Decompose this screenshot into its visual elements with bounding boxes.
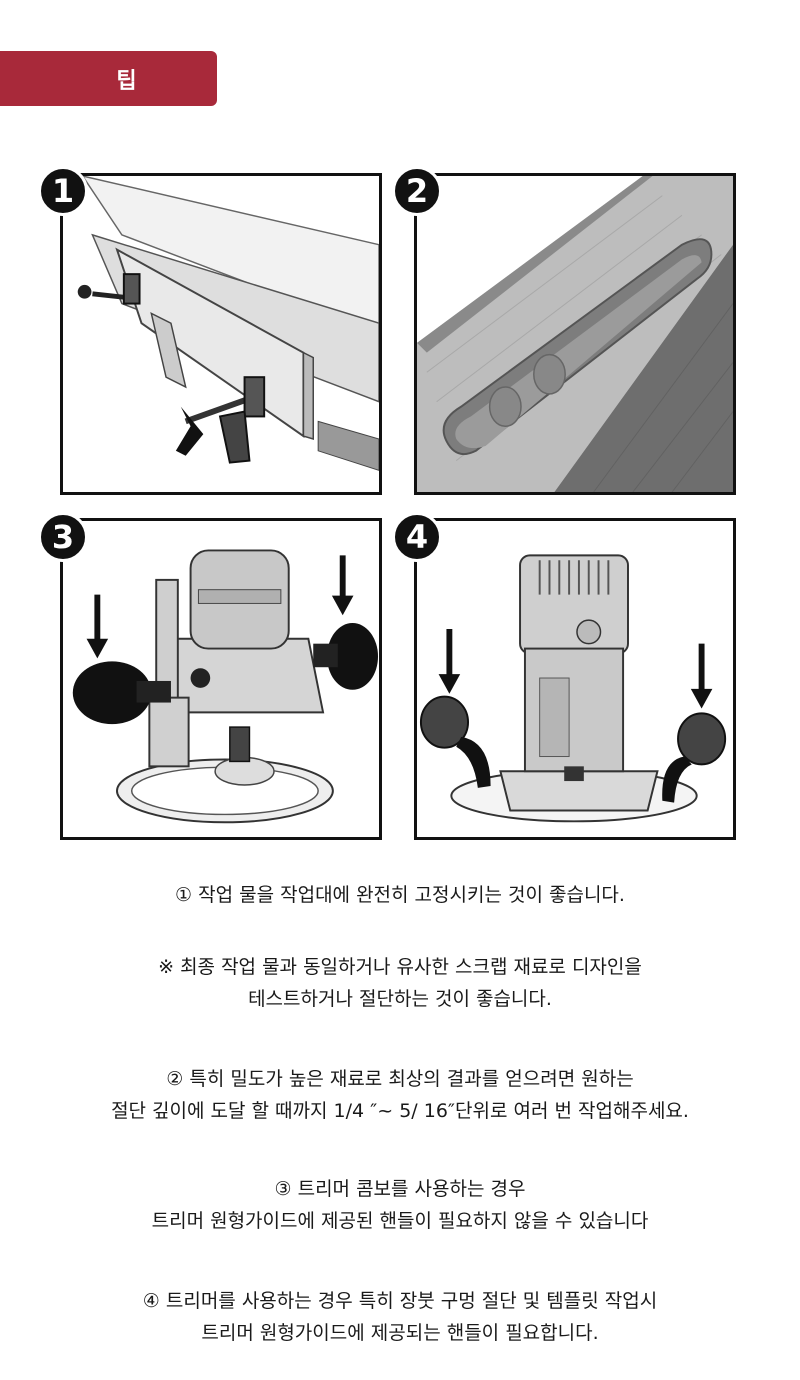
step-number-3: 3 — [38, 512, 88, 562]
instruction-note-line-2: 테스트하거나 절단하는 것이 좋습니다. — [248, 988, 552, 1010]
illustration-panel-2 — [414, 173, 736, 495]
instruction-step-4: ④ 트리머를 사용하는 경우 특히 장붓 구멍 절단 및 템플릿 작업시 트리머… — [0, 1285, 800, 1349]
illustration-panel-3 — [60, 518, 382, 840]
instruction-step-4-line-1: ④ 트리머를 사용하는 경우 특히 장붓 구멍 절단 및 템플릿 작업시 — [142, 1290, 658, 1312]
instruction-note-line-1: ※ 최종 작업 물과 동일하거나 유사한 스크랩 재료로 디자인을 — [158, 956, 642, 978]
instruction-step-3-line-2: 트리머 원형가이드에 제공된 핸들이 필요하지 않을 수 있습니다 — [151, 1210, 649, 1232]
plunge-router-illustration — [72, 549, 379, 824]
instruction-step-3-line-1: ③ 트리머 콤보를 사용하는 경우 — [274, 1178, 526, 1200]
instruction-step-2-line-2: 절단 깊이에 도달 할 때까지 1/4 ″~ 5/ 16″단위로 여러 번 작업… — [111, 1100, 689, 1122]
clamped-workpiece-illustration — [77, 176, 379, 471]
illustration-panel-4 — [414, 518, 736, 840]
routed-slot-illustration — [417, 176, 733, 492]
step-number-1: 1 — [38, 166, 88, 216]
instruction-step-1-line: ① 작업 물을 작업대에 완전히 고정시키는 것이 좋습니다. — [175, 884, 625, 906]
instruction-step-4-line-2: 트리머 원형가이드에 제공되는 핸들이 필요합니다. — [201, 1322, 599, 1344]
tip-tag-label: 팁 — [116, 68, 137, 94]
tip-tag: 팁 — [0, 51, 217, 106]
illustration-panel-1 — [60, 173, 382, 495]
instruction-step-2-line-1: ② 특히 밀도가 높은 재료로 최상의 결과를 얻으려면 원하는 — [166, 1068, 634, 1090]
instruction-step-2: ② 특히 밀도가 높은 재료로 최상의 결과를 얻으려면 원하는 절단 깊이에 … — [0, 1063, 800, 1127]
step-number-4: 4 — [392, 512, 442, 562]
step-number-2: 2 — [392, 166, 442, 216]
trimmer-router-illustration — [419, 554, 727, 823]
instruction-step-3: ③ 트리머 콤보를 사용하는 경우 트리머 원형가이드에 제공된 핸들이 필요하… — [0, 1173, 800, 1237]
instruction-note: ※ 최종 작업 물과 동일하거나 유사한 스크랩 재료로 디자인을 테스트하거나… — [0, 951, 800, 1015]
instruction-step-1: ① 작업 물을 작업대에 완전히 고정시키는 것이 좋습니다. — [0, 879, 800, 911]
